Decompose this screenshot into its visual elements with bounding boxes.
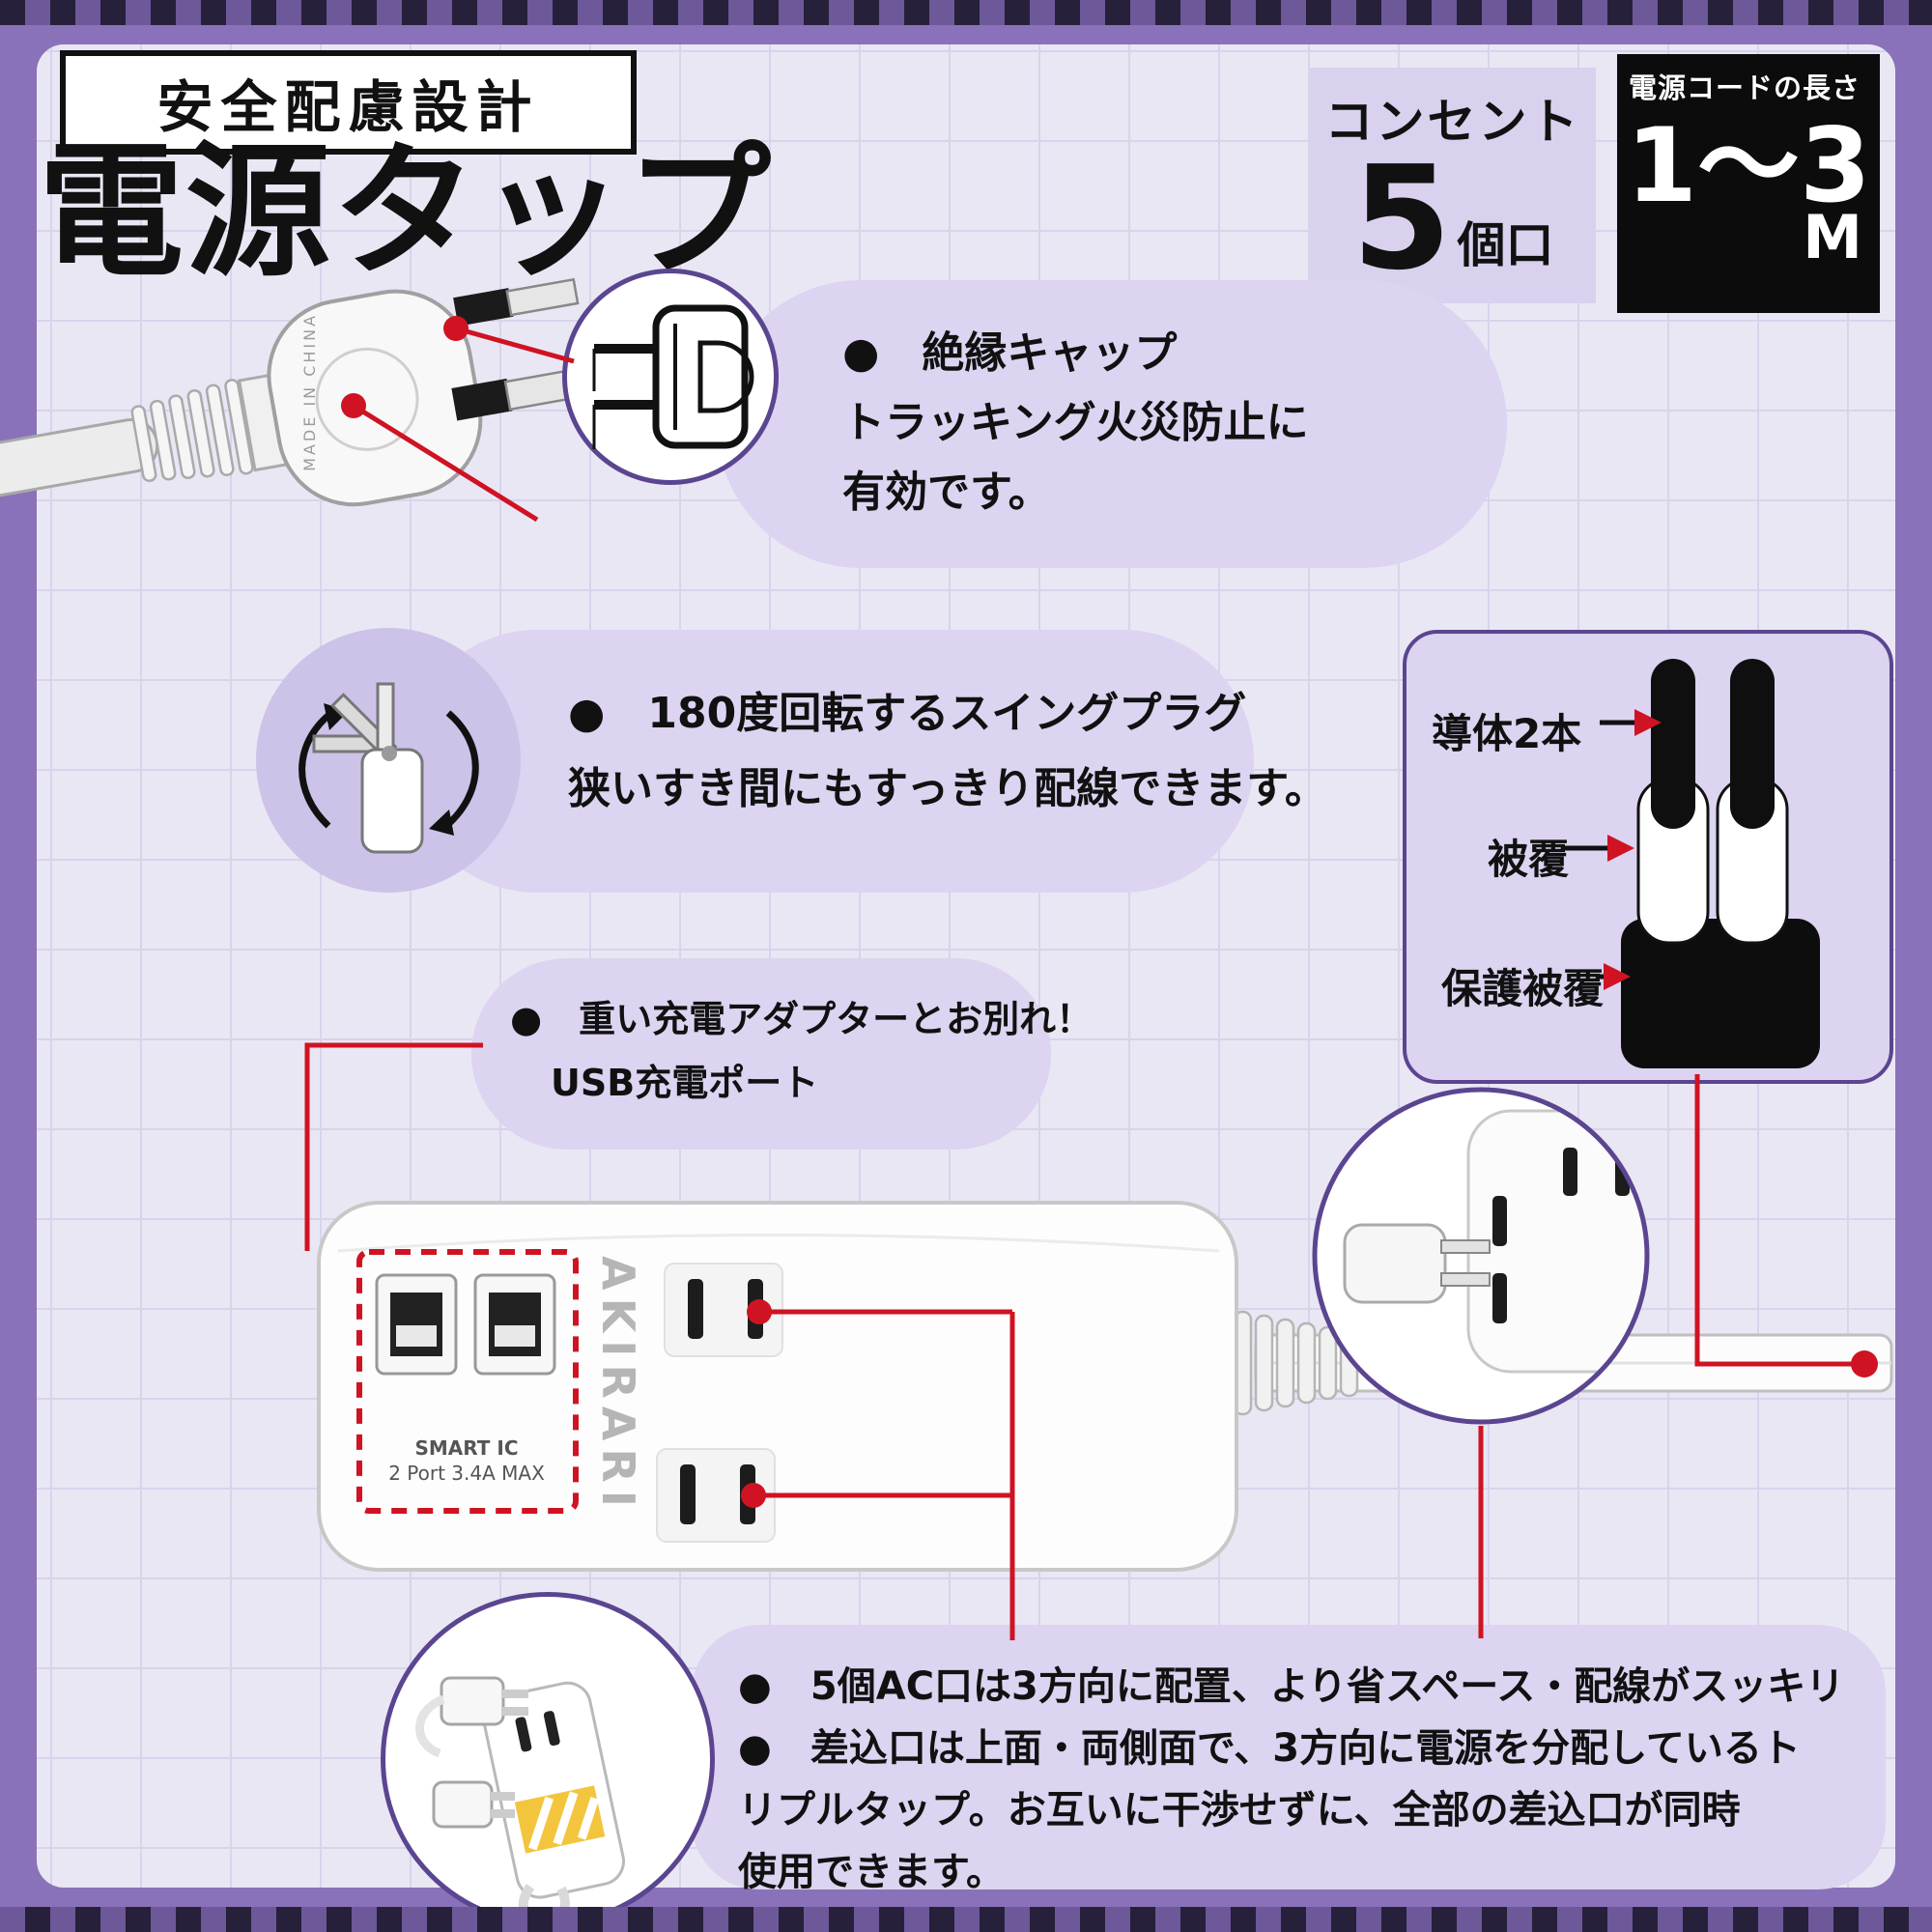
bottom-line4: 使用できます。 [738, 1850, 1005, 1894]
checker-border-bottom [0, 1907, 1932, 1932]
cord-length-unit: M [1803, 202, 1862, 273]
bottom-line1: ● 5個AC口は3方向に配置、より省スペース・配線がスッキリ [738, 1664, 1845, 1709]
insulation-line3: 有効です。 [842, 468, 1051, 517]
triple-tap-glyph [415, 1676, 625, 1921]
checker-border-top [0, 0, 1932, 25]
page-title: 電源タップ [39, 128, 774, 297]
outlet-count-box: コンセント 5 個口 [1310, 68, 1596, 303]
callout-outlet-layout: ● 5個AC口は3方向に配置、より省スペース・配線がスッキリ ● 差込口は上面・… [692, 1625, 1886, 1894]
triple-tap-icon [381, 1592, 715, 1926]
cable-structure-box: 導体2本 被覆 保護被覆 [1403, 630, 1893, 1084]
conductor-label: 導体2本 [1432, 710, 1582, 757]
swing-plug-icon [256, 628, 521, 893]
plug-illustration: MADE IN CHINA [0, 277, 582, 507]
callout-swing-plug: ● 180度回転するスイングプラグ 狭いすき間にもすっきり配線できます。 [406, 630, 1327, 893]
side-outlet-inset [1312, 1087, 1650, 1425]
cord-length-range: 1〜3 [1626, 106, 1871, 225]
usb-line1: ● 重い充電アダプターとお別れ！ [510, 998, 1094, 1040]
top-outlet [664, 1263, 783, 1357]
brand-text: AKIRARI [592, 1256, 644, 1515]
outlet-count-label: コンセント [1324, 94, 1581, 150]
front-outlet [656, 1448, 776, 1543]
power-strip-illustration: SMART IC 2 Port 3.4A MAX AKIRARI [317, 1201, 1893, 1572]
badge-label: 安全配慮設計 [156, 74, 540, 140]
usb-spec-line2: 2 Port 3.4A MAX [388, 1462, 545, 1485]
cord-length-label: 電源コードの長さ [1629, 71, 1861, 104]
cord-length-box: 電源コードの長さ 1〜3 M [1617, 54, 1880, 313]
insulation-line2: トラッキング火災防止に [842, 398, 1309, 447]
swing-line1: ● 180度回転するスイングプラグ [568, 689, 1247, 738]
outlet-count-unit: 個口 [1457, 217, 1554, 273]
badge-safety-design: 安全配慮設計 [60, 50, 637, 155]
swing-line2: 狭いすき間にもすっきり配線できます。 [568, 764, 1327, 813]
sheath-label: 保護被覆 [1441, 965, 1605, 1012]
insulation-cap-icon [562, 269, 779, 485]
cable-illustration [1563, 659, 1820, 1068]
insulation-line1: ● 絶縁キャップ [842, 328, 1178, 378]
callout-insulation-cap: ● 絶縁キャップ トラッキング火災防止に 有効です。 [717, 280, 1507, 568]
bottom-line3: リプルタップ。お互いに干渉せずに、全部の差込口が同時 [738, 1788, 1741, 1833]
bottom-line2: ● 差込口は上面・両側面で、3方向に電源を分配しているト [738, 1726, 1801, 1771]
callout-usb-port: ● 重い充電アダプターとお別れ！ USB充電ポート [471, 958, 1093, 1150]
plug-marking-text: MADE IN CHINA [300, 313, 319, 471]
usb-line2: USB充電ポート [551, 1062, 819, 1104]
usb-spec-line1: SMART IC [414, 1436, 518, 1460]
outlet-count-number: 5 [1351, 135, 1452, 301]
swing-plug-glyph [298, 682, 479, 854]
plug-outline-icon [592, 304, 754, 449]
insulation-label: 被覆 [1488, 836, 1570, 883]
